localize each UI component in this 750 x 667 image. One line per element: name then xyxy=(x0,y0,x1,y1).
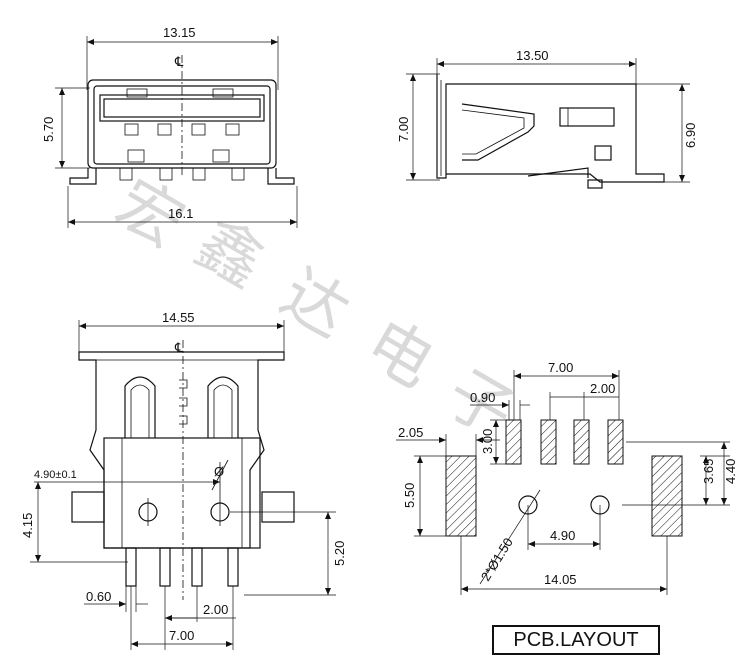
bottom-hole-symbol: Ø xyxy=(214,464,224,479)
side-height-right-label: 6.90 xyxy=(683,123,698,148)
bottom-pin-width-label: 0.60 xyxy=(86,589,111,604)
pcb-layout: 7.00 2.00 0.90 3.00 2.05 5.50 xyxy=(396,360,738,595)
pcb-hole-dia-label: 2*Ø1.50 xyxy=(478,535,516,583)
pcb-pad-pitch-label: 2.00 xyxy=(590,381,615,396)
pcb-tab-width-label: 2.05 xyxy=(398,425,423,440)
bottom-pin-span-label: 7.00 xyxy=(169,628,194,643)
side-view: 13.50 7.00 6.90 xyxy=(396,48,698,189)
pcb-layout-title: PCB.LAYOUT xyxy=(492,625,660,655)
bottom-width-label: 14.55 xyxy=(162,310,195,325)
bottom-pin-pitch-label: 2.00 xyxy=(203,602,228,617)
side-length-label: 13.50 xyxy=(516,48,549,63)
pcb-offset-b-label: 4.40 xyxy=(723,459,738,484)
bottom-height-left-label: 4.15 xyxy=(20,513,35,538)
pcb-pad-span-label: 7.00 xyxy=(548,360,573,375)
bottom-centerline-mark: ℄ xyxy=(174,340,184,355)
watermark-char-4: 电 xyxy=(354,306,446,402)
front-view: 13.15 ℄ 5.70 16.1 xyxy=(41,25,298,228)
watermark-char-3: 达 xyxy=(269,256,361,352)
pcb-hole-spacing-label: 4.90 xyxy=(550,528,575,543)
front-height-label: 5.70 xyxy=(41,117,56,142)
pcb-tab-height-label: 5.50 xyxy=(402,483,417,508)
pcb-pad-height-label: 3.00 xyxy=(480,429,495,454)
pcb-pad-width-label: 0.90 xyxy=(470,390,495,405)
bottom-height-right-label: 5.20 xyxy=(332,541,347,566)
front-centerline-mark: ℄ xyxy=(174,54,184,69)
pcb-tab-span-label: 14.05 xyxy=(544,572,577,587)
bottom-view: 14.55 ℄ Ø 4.90±0.1 4.15 xyxy=(20,310,347,650)
pcb-offset-a-label: 3.65 xyxy=(701,459,716,484)
side-height-left-label: 7.00 xyxy=(396,117,411,142)
bottom-hole-spacing-label: 4.90±0.1 xyxy=(34,469,77,481)
front-width-bottom-label: 16.1 xyxy=(168,206,193,221)
watermark-char-2: 鑫 xyxy=(184,206,276,302)
front-width-top-label: 13.15 xyxy=(163,25,196,40)
